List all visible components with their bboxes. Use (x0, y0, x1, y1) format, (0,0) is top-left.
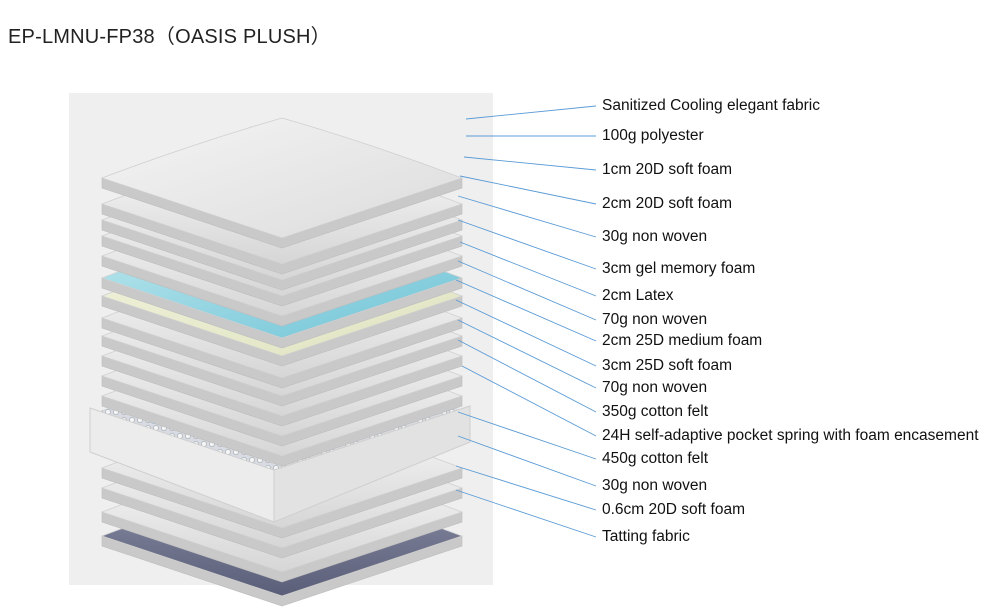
leader-line (457, 260, 597, 321)
leader-line (457, 411, 597, 460)
layer-label: 450g cotton felt (602, 450, 708, 467)
leader-line (463, 156, 597, 171)
layer-label: 24H self-adaptive pocket spring with foa… (602, 427, 979, 444)
layer-label: Tatting fabric (602, 528, 690, 545)
layer-label: 2cm Latex (602, 287, 674, 304)
layer-label: 70g non woven (602, 311, 708, 328)
leader-line (461, 365, 597, 437)
layer-label: 30g non woven (602, 477, 708, 494)
leader-line (457, 195, 597, 238)
layer-label: 350g cotton felt (602, 403, 708, 420)
layer-label: 100g polyester (602, 127, 704, 144)
leader-line (459, 175, 597, 205)
leader-line (457, 319, 597, 389)
layer-label: 0.6cm 20D soft foam (602, 501, 746, 518)
leader-line (455, 489, 597, 538)
leader-line (455, 299, 597, 367)
leader-line (459, 241, 597, 297)
leader-line (465, 105, 597, 120)
layer-label: 30g non woven (602, 228, 708, 245)
layer-label: 70g non woven (602, 379, 708, 396)
leader-line (457, 435, 597, 487)
leader-line (457, 219, 597, 270)
layer-label: Sanitized Cooling elegant fabric (602, 97, 820, 114)
layer-label: 3cm 25D soft foam (602, 357, 733, 374)
layer-label: 3cm gel memory foam (602, 260, 756, 277)
leader-line (455, 465, 597, 511)
leader-line (457, 339, 597, 413)
layer-1 (100, 117, 464, 249)
page-title: EP-LMNU-FP38（OASIS PLUSH） (8, 26, 331, 48)
layer-label: 2cm 25D medium foam (602, 332, 763, 349)
layer-label: 2cm 20D soft foam (602, 195, 733, 212)
layer-label: 1cm 20D soft foam (602, 161, 733, 178)
leader-line (455, 279, 597, 342)
